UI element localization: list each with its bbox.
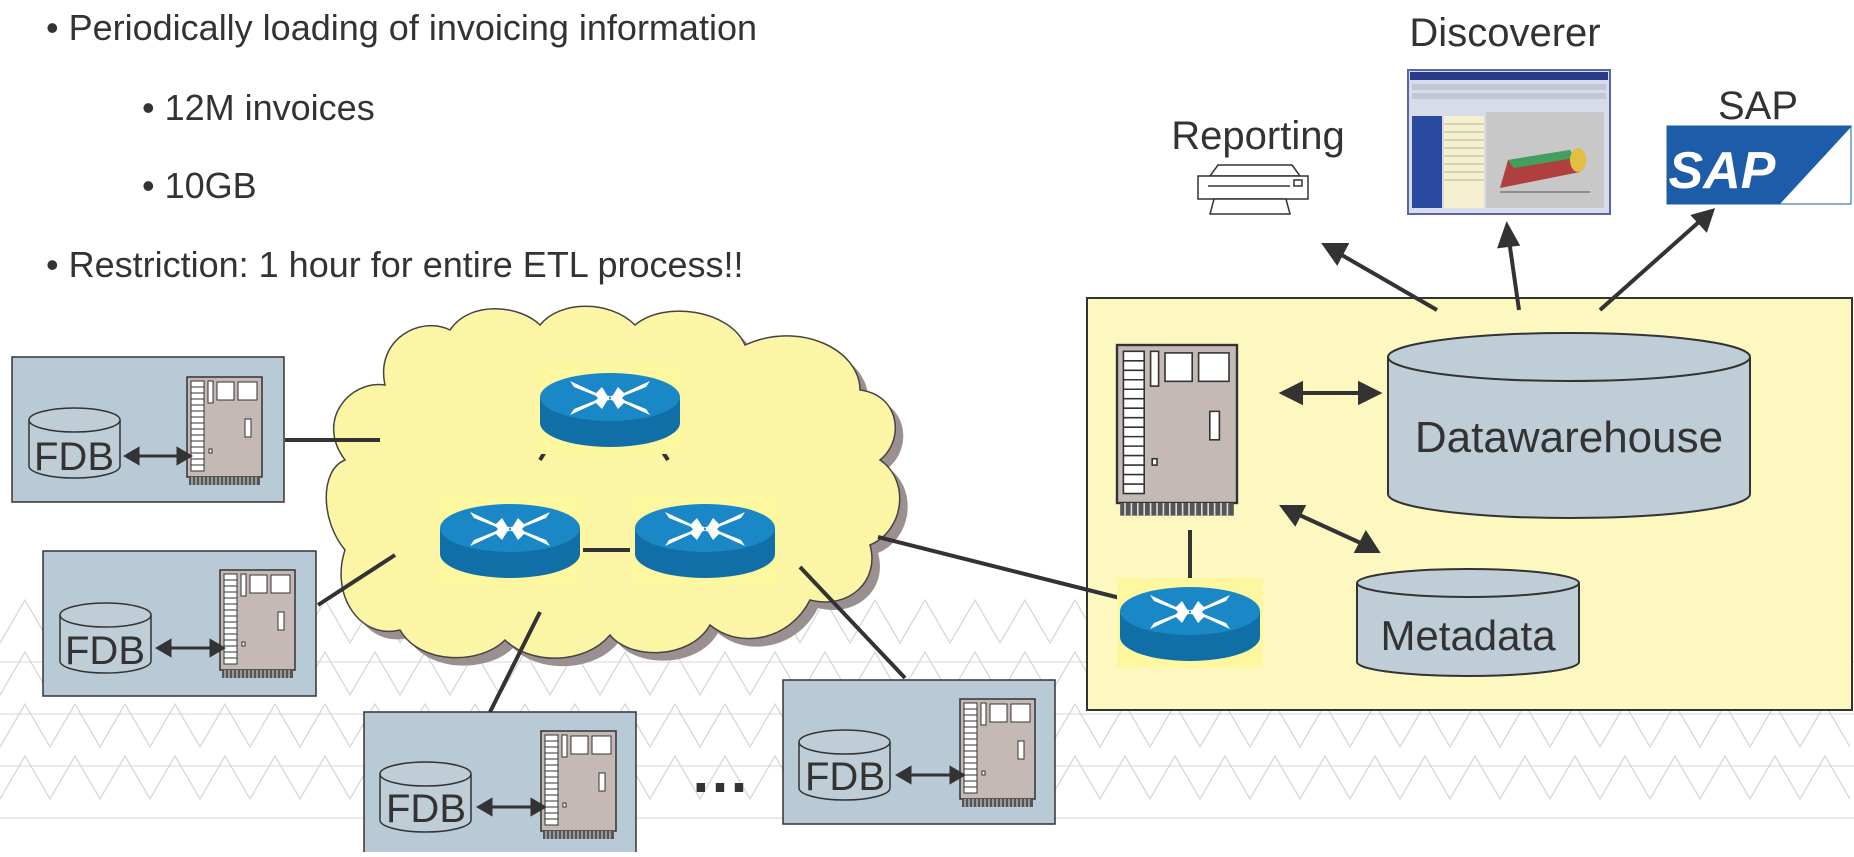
more-sources-ellipsis: … [690,738,750,805]
router-icon-right [632,495,778,585]
discoverer-screenshot-icon [1407,69,1611,215]
bullet-list: • Periodically loading of invoicing info… [46,7,757,285]
datawarehouse-label: Datawarehouse [1415,413,1723,462]
source-panel-4: FDB [782,679,1056,825]
router-icon-warehouse [1117,578,1263,668]
warehouse-server-icon [1115,343,1239,517]
router-icon-left [437,495,583,585]
server-icon [186,376,263,486]
metadata-database-icon [1356,568,1580,677]
bullet-data-size: • 10GB [142,165,257,206]
warehouse-arrows [1278,208,1716,553]
source-db-label-3: FDB [386,787,466,831]
metadata-label: Metadata [1380,612,1556,659]
sap-logo-icon: SAP [1666,125,1852,205]
printer-icon [1197,164,1309,215]
source-db-label-2: FDB [65,629,145,673]
source-arrows [123,446,966,817]
bullet-restriction: • Restriction: 1 hour for entire ETL pro… [46,244,744,285]
source-db-label-4: FDB [805,755,885,799]
source-panel-3: FDB [363,711,637,857]
bullet-invoices-count: • 12M invoices [142,87,375,128]
server-icon [219,569,296,679]
reporting-label: Reporting [1171,114,1344,158]
server-icon [959,698,1036,808]
discoverer-label: Discoverer [1409,11,1600,55]
source-panel-2: FDB [42,550,317,697]
bullet-periodic-loading: • Periodically loading of invoicing info… [46,7,757,48]
source-db-label-1: FDB [34,435,114,479]
server-icon [540,730,617,840]
sap-label: SAP [1718,84,1798,128]
source-panel-1: FDB [11,356,285,503]
sap-logo-text: SAP [1669,142,1776,200]
datawarehouse-database-icon [1387,332,1751,519]
router-icon-top [537,364,683,454]
